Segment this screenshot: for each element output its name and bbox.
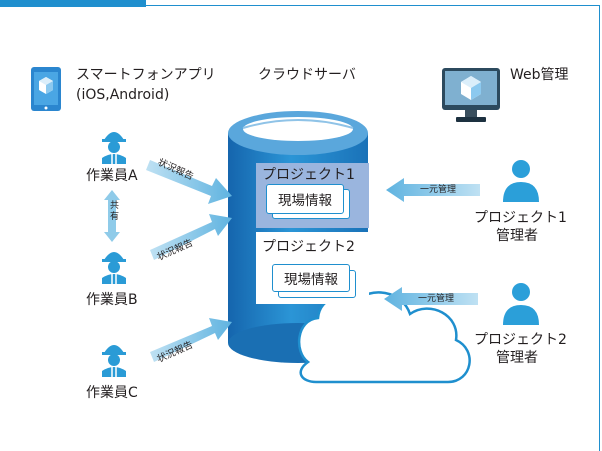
report-arrow-c bbox=[150, 318, 232, 362]
app-title: スマートフォンアプリ bbox=[76, 67, 216, 83]
monitor-icon bbox=[442, 68, 500, 122]
person-icon bbox=[503, 160, 539, 202]
server-title: クラウドサーバ bbox=[258, 67, 356, 83]
project1-title: プロジェクト1 bbox=[262, 167, 355, 183]
share-label-2: 有 bbox=[110, 212, 120, 222]
worker-helmet-icon bbox=[102, 252, 126, 284]
cloud-icon bbox=[297, 291, 471, 384]
smartphone-icon bbox=[31, 67, 61, 111]
project2-title: プロジェクト2 bbox=[262, 239, 355, 255]
manager2-line1: プロジェクト2 bbox=[474, 332, 567, 348]
share-label-1: 共 bbox=[110, 201, 120, 211]
manage-label-2: 一元管理 bbox=[418, 294, 455, 304]
person-icon bbox=[503, 283, 539, 325]
worker-helmet-icon bbox=[102, 132, 126, 164]
report-arrow-b bbox=[150, 214, 232, 260]
project1-card: 現場情報 bbox=[266, 184, 344, 214]
worker-a-label: 作業員A bbox=[86, 168, 138, 184]
manage-arrow-2 bbox=[384, 287, 478, 311]
project2-card: 現場情報 bbox=[272, 264, 350, 292]
app-platform: (iOS,Android) bbox=[76, 87, 170, 103]
web-title: Web管理 bbox=[510, 67, 569, 83]
manage-arrow-1 bbox=[386, 178, 480, 202]
report-arrow-a bbox=[146, 160, 232, 204]
worker-helmet-icon bbox=[102, 345, 126, 377]
manager1-line2: 管理者 bbox=[496, 228, 538, 244]
frame-border bbox=[0, 5, 600, 451]
manage-label-1: 一元管理 bbox=[420, 185, 457, 195]
worker-b-label: 作業員B bbox=[86, 292, 138, 308]
manager2-line2: 管理者 bbox=[496, 350, 538, 366]
manager1-line1: プロジェクト1 bbox=[474, 210, 567, 226]
share-arrow bbox=[104, 190, 120, 242]
frame-tab bbox=[0, 0, 146, 7]
worker-c-label: 作業員C bbox=[86, 385, 138, 401]
